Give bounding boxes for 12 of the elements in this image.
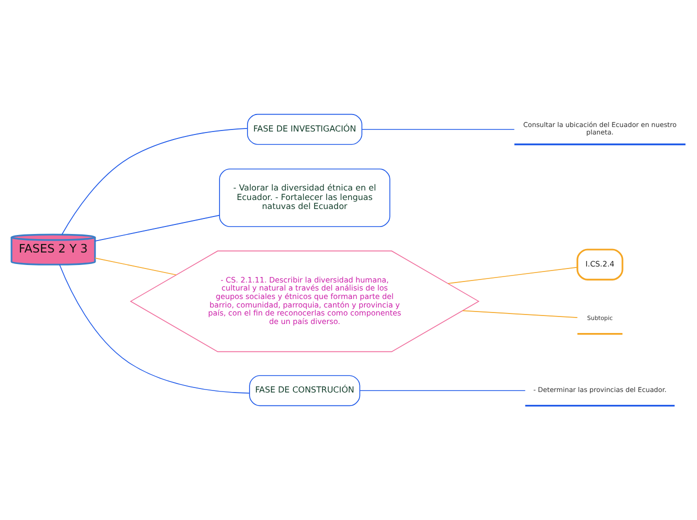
connector bbox=[59, 264, 250, 394]
connector bbox=[62, 128, 248, 235]
node-box: I.CS.2.4 bbox=[576, 248, 624, 280]
node-box: FASE DE CONSTRUCIÓN bbox=[249, 375, 360, 406]
connector bbox=[94, 258, 177, 276]
connector bbox=[94, 214, 220, 242]
node-box: FASE DE INVESTIGACIÓN bbox=[247, 114, 362, 145]
connector bbox=[462, 310, 578, 318]
connector bbox=[360, 390, 526, 392]
connector bbox=[362, 128, 515, 130]
connector bbox=[448, 266, 578, 284]
node-box: - Valorar la diversidad étnica en el Ecuador. - Fortalecer las lenguas natuvas del Ecuador bbox=[219, 168, 390, 228]
